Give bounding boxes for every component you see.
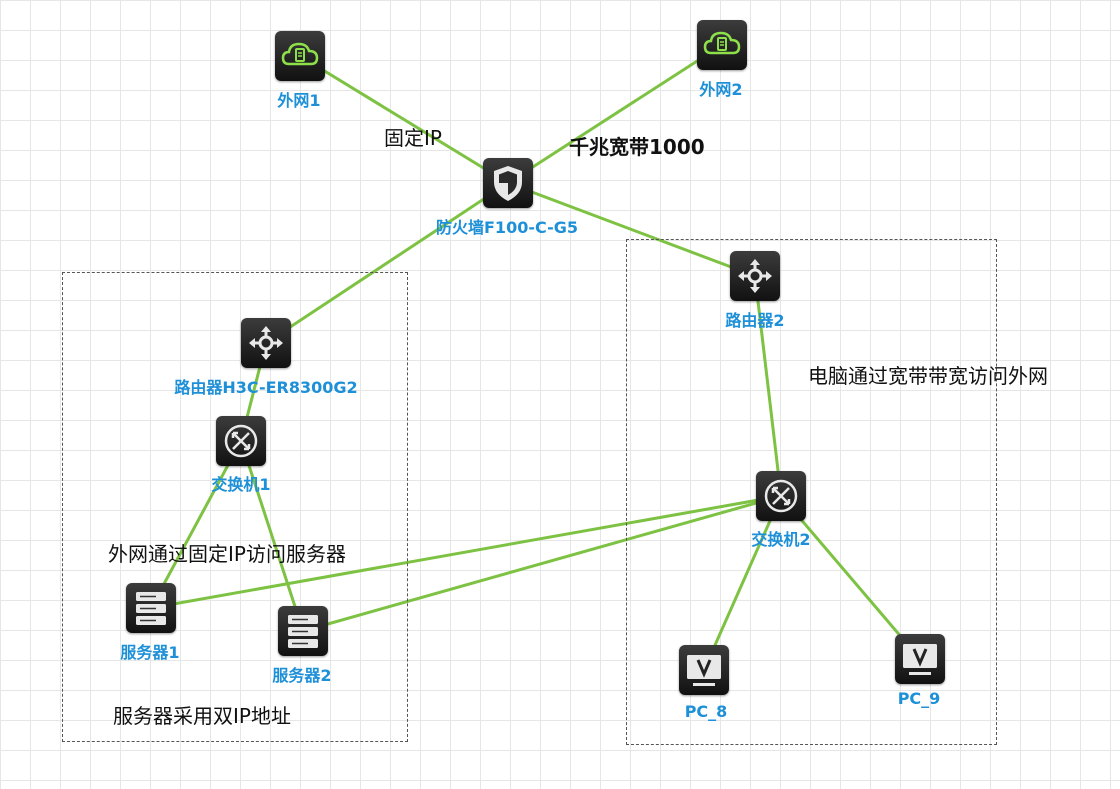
router2-label: 路由器2 xyxy=(725,311,785,330)
pc-access-note: 电脑通过宽带带宽访问外网 xyxy=(808,364,1048,388)
router2-node[interactable] xyxy=(730,251,780,301)
pc9-node[interactable] xyxy=(895,634,945,684)
switch1-label: 交换机1 xyxy=(211,475,271,494)
server-icon xyxy=(136,592,166,625)
switch1-node[interactable] xyxy=(216,416,266,466)
server1-label: 服务器1 xyxy=(120,643,180,662)
pc9-label: PC_9 xyxy=(897,689,941,708)
link-wan2-firewall xyxy=(507,43,723,185)
router1-node[interactable] xyxy=(241,318,291,368)
pc8-node[interactable] xyxy=(679,645,729,695)
monitor-icon xyxy=(687,655,721,686)
switch-icon xyxy=(224,424,258,458)
gigabit-note: 千兆宽带1000 xyxy=(569,135,705,159)
router-icon xyxy=(738,259,772,293)
server2-label: 服务器2 xyxy=(272,666,332,685)
switch2-label: 交换机2 xyxy=(751,530,811,549)
monitor-icon xyxy=(903,644,937,675)
server-icon xyxy=(288,615,318,648)
router-icon xyxy=(249,326,283,360)
fixed-ip-note: 固定IP xyxy=(384,126,442,150)
cloud-server-icon xyxy=(281,42,319,66)
server-zone-box xyxy=(62,272,408,742)
wan2-label: 外网2 xyxy=(699,80,743,99)
firewall-shield-icon xyxy=(494,166,522,201)
link-switch1-server2 xyxy=(239,440,305,632)
wan1-label: 外网1 xyxy=(277,91,321,110)
pc8-label: PC_8 xyxy=(684,702,728,721)
switch-icon xyxy=(764,479,798,513)
link-firewall-router1 xyxy=(265,181,509,345)
firewall-node[interactable] xyxy=(483,158,533,208)
server1-node[interactable] xyxy=(126,583,176,633)
link-firewall-router2 xyxy=(507,181,756,278)
link-wan1-firewall xyxy=(299,54,509,185)
pc-zone-box xyxy=(626,239,997,745)
cloud-server-icon xyxy=(703,31,741,55)
switch2-node[interactable] xyxy=(756,471,806,521)
dual-ip-note: 服务器采用双IP地址 xyxy=(113,704,291,728)
link-switch2-server2 xyxy=(302,494,782,633)
wan-to-server-note: 外网通过固定IP访问服务器 xyxy=(108,542,346,566)
server2-node[interactable] xyxy=(278,606,328,656)
wan1-node[interactable] xyxy=(275,31,325,81)
firewall-label: 防火墙F100-C-G5 xyxy=(436,218,578,237)
link-switch1-server1 xyxy=(149,440,243,609)
link-switch2-server1 xyxy=(150,494,782,610)
router1-label: 路由器H3C-ER8300G2 xyxy=(174,378,358,397)
link-switch2-pc9 xyxy=(779,495,922,660)
link-router2-switch2 xyxy=(753,275,783,497)
wan2-node[interactable] xyxy=(697,20,747,70)
link-switch2-pc8 xyxy=(702,495,783,671)
